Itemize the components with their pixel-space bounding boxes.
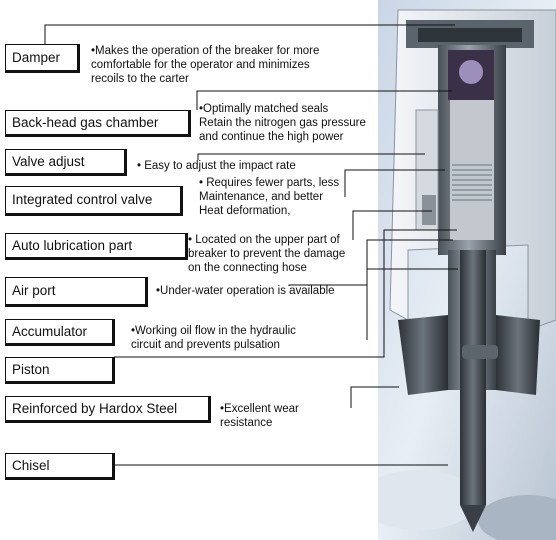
hardox-leader — [350, 386, 399, 408]
label-integrated-control-valve: Integrated control valve — [5, 186, 183, 216]
desc-damper: •Makes the operation of the breaker for … — [91, 45, 320, 85]
label-back-head-gas-chamber: Back-head gas chamber — [5, 110, 191, 137]
label-air-port: Air port — [5, 277, 148, 307]
label-chisel: Chisel — [5, 453, 115, 480]
label-accumulator: Accumulator — [5, 319, 115, 346]
breaker-cutaway-illustration — [378, 0, 556, 540]
valve-adjust-leader — [197, 153, 425, 160]
desc-valve-adjust: • Easy to adjust the impact rate — [137, 160, 296, 172]
label-auto-lubrication-part: Auto lubrication part — [5, 233, 188, 260]
desc-air-port: •Under-water operation is available — [156, 285, 335, 297]
label-reinforced-hardox-steel: Reinforced by Hardox Steel — [5, 396, 211, 423]
lubrication-leader — [352, 210, 432, 240]
control-valve-leader — [344, 169, 445, 197]
label-damper: Damper — [5, 44, 80, 73]
piston-leader — [114, 229, 457, 358]
back-head-leader — [196, 90, 452, 110]
label-piston: Piston — [5, 357, 115, 384]
accumulator-leader — [366, 268, 458, 340]
damper-leader — [44, 24, 455, 44]
label-valve-adjust: Valve adjust — [5, 149, 127, 176]
